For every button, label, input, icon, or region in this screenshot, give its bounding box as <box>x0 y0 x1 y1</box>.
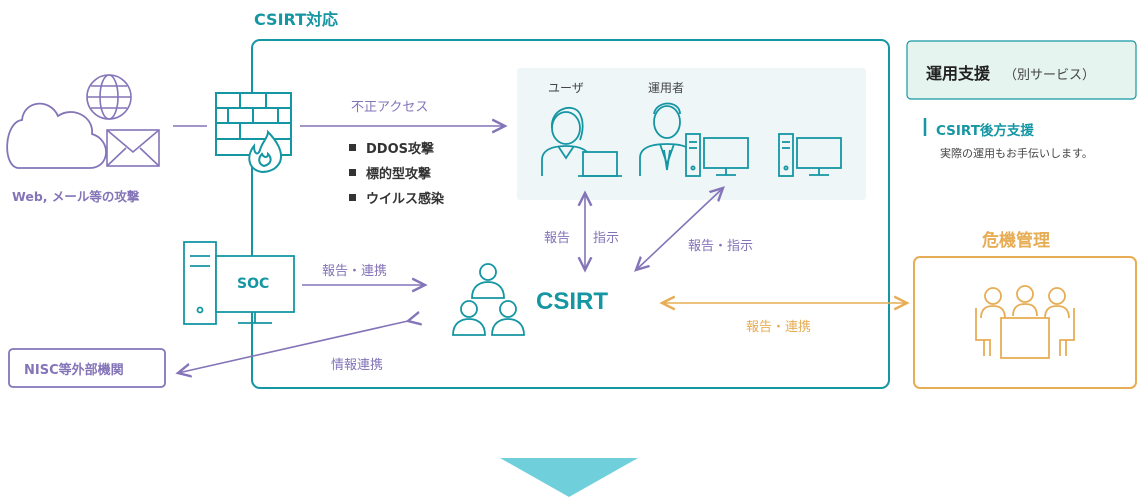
attack-item: 標的型攻撃 <box>349 163 444 182</box>
unauthorized-access-label: 不正アクセス <box>351 100 429 115</box>
csirt-team-icon <box>452 263 525 336</box>
nisc-label: NISC等外部機関 <box>24 363 124 378</box>
operator-icon <box>639 102 749 177</box>
bullet-icon <box>349 194 356 201</box>
ops-support-subtitle: （別サービス） <box>1004 68 1096 83</box>
ops-support-title: 運用支援 <box>926 64 991 83</box>
mail-icon <box>106 129 160 167</box>
attack-label: Web, メール等の攻撃 <box>12 189 140 204</box>
firewall-icon <box>215 92 292 174</box>
attack-list: DDOS攻撃 標的型攻撃 ウイルス感染 <box>349 138 444 207</box>
csirt-frame <box>251 39 890 389</box>
diagram-title: CSIRT対応 <box>254 10 339 29</box>
soc-icon <box>183 241 295 325</box>
operator-label: 運用者 <box>648 81 685 95</box>
instruct-label: 指示 <box>593 231 620 246</box>
crisis-label: 危機管理 <box>982 231 1050 251</box>
user-label: ユーザ <box>548 81 584 95</box>
report-instruct-label: 報告・指示 <box>688 239 754 254</box>
csirt-support-heading: CSIRT後方支援 <box>936 123 1034 139</box>
cloud-icon <box>6 102 107 169</box>
soc-report-link-label: 報告・連携 <box>322 264 388 279</box>
bullet-icon <box>349 144 356 151</box>
bullet-icon <box>349 169 356 176</box>
user-icon <box>541 106 622 177</box>
attack-item: ウイルス感染 <box>349 188 444 207</box>
csirt-support-desc: 実際の運用もお手伝いします。 <box>940 147 1093 160</box>
down-arrow <box>500 458 638 497</box>
csirt-label: CSIRT <box>536 288 608 315</box>
info-link-label: 情報連携 <box>331 358 384 373</box>
server-pc-icon <box>778 133 842 177</box>
ops-support-box <box>906 40 1137 100</box>
ops-support-title-row: 運用支援 （別サービス） <box>926 60 1095 84</box>
globe-icon <box>86 74 132 120</box>
soc-label: SOC <box>237 276 270 292</box>
crisis-report-link-label: 報告・連携 <box>746 320 812 335</box>
attack-item: DDOS攻撃 <box>349 138 444 157</box>
report-label: 報告 <box>544 231 571 246</box>
nisc-box <box>8 348 166 388</box>
meeting-icon <box>975 285 1075 359</box>
